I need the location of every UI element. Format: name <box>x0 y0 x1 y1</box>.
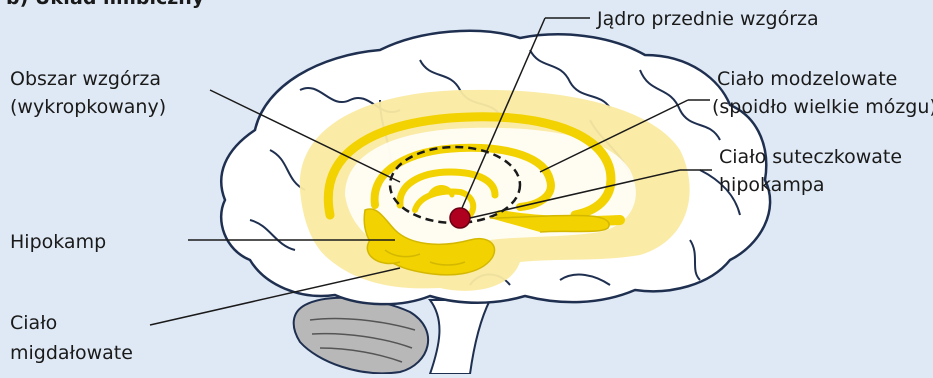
label-anterior-thalamic-nucleus: Jądro przednie wzgórza <box>597 6 819 32</box>
label-amygdala: Ciało <box>10 310 57 336</box>
anterior-thalamic-nucleus-marker <box>450 208 470 228</box>
brain-stem-shape <box>430 300 490 374</box>
label-hippocampus: Hipokamp <box>10 229 106 255</box>
label-corpus-callosum: Ciało modzelowate <box>717 66 897 92</box>
label-mammillary-body-2: hipokampa <box>719 172 825 198</box>
label-corpus-callosum-note: (spoidło wielkie mózgu) <box>712 94 933 120</box>
diagram-title: b) Układ limbiczny <box>6 0 204 9</box>
label-thalamus-area: Obszar wzgórza <box>10 66 161 92</box>
label-thalamus-area-note: (wykropkowany) <box>10 94 166 120</box>
label-mammillary-body: Ciało suteczkowate <box>719 144 902 170</box>
label-amygdala-2: migdałowate <box>10 340 133 366</box>
